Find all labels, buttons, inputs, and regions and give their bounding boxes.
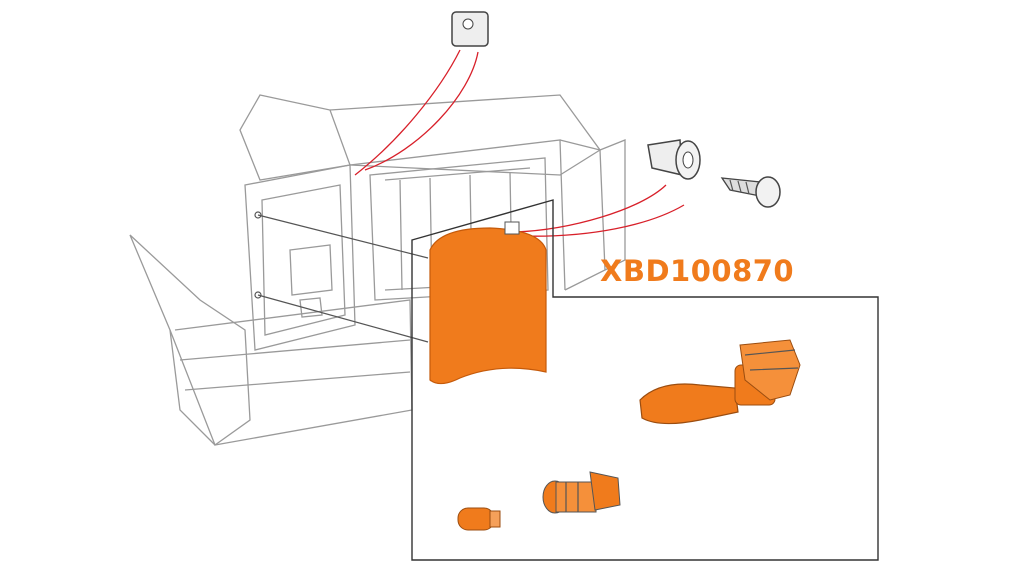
leader-lines [354, 49, 685, 237]
part-number-label: XBD100870 [600, 254, 795, 288]
vehicle-rear-line-art [129, 94, 626, 447]
lamp-lens-icon [429, 221, 547, 385]
screw-icon [720, 176, 781, 208]
grommet-icon [647, 139, 701, 180]
bulb-holder-icon [639, 339, 801, 425]
clip-nut-icon [451, 11, 489, 47]
wedge-bulb-icon [457, 507, 501, 531]
callout-box [411, 199, 879, 561]
small-bulb-holder-icon [542, 471, 621, 514]
